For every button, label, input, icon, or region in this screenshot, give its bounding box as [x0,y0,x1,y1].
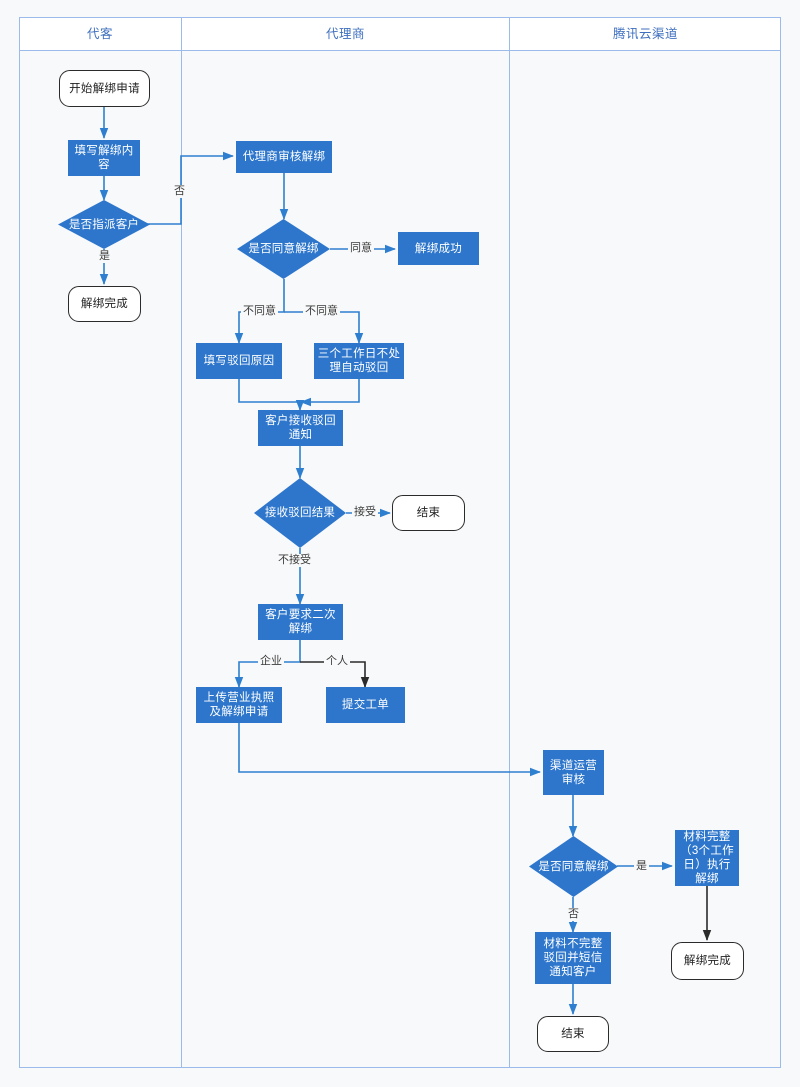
swimlane-frame [19,17,781,1068]
node-unbind-complete-tencent[interactable]: 解绑完成 [671,942,744,980]
node-materials-complete-execute-unbind[interactable]: 材料完整（3个工作日）执行解绑 [675,830,739,886]
node-unbind-complete-customer[interactable]: 解绑完成 [68,286,141,322]
node-agent-review-unbind[interactable]: 代理商审核解绑 [236,141,332,173]
edge-label-not-accept: 不接受 [276,554,313,567]
edge-label-disagree-right: 不同意 [303,305,340,318]
lane-title-agent: 代理商 [325,27,365,41]
lane-title-customer: 代客 [86,27,113,41]
node-auto-reject-three-days[interactable]: 三个工作日不处理自动驳回 [314,343,404,379]
node-unbind-success[interactable]: 解绑成功 [398,232,479,265]
node-end-tencent[interactable]: 结束 [537,1016,609,1052]
node-channel-operation-review[interactable]: 渠道运营审核 [543,750,604,795]
node-label: 是否指派客户 [68,218,140,231]
edge-label-no-assign: 否 [172,185,187,198]
node-label: 是否同意解绑 [248,243,319,255]
edge-label-disagree-left: 不同意 [241,305,278,318]
node-fill-reject-reason[interactable]: 填写驳回原因 [196,343,282,379]
lane-divider-2 [509,17,510,1068]
edge-label-enterprise: 企业 [258,655,284,668]
node-end-agent[interactable]: 结束 [392,495,465,531]
edge-label-no-final: 否 [566,908,581,921]
lane-title-tencent: 腾讯云渠道 [612,27,678,41]
node-fill-unbind-content[interactable]: 填写解绑内容 [68,140,140,176]
edge-label-yes-final: 是 [634,860,649,873]
node-decision-reject-result[interactable]: 接收驳回结果 [254,478,346,548]
node-decision-agree-unbind-tencent[interactable]: 是否同意解绑 [529,836,618,897]
node-customer-second-unbind-request[interactable]: 客户要求二次解绑 [258,604,343,640]
node-materials-incomplete-reject-sms[interactable]: 材料不完整驳回并短信通知客户 [535,932,611,984]
node-decision-agree-unbind-agent[interactable]: 是否同意解绑 [237,219,330,279]
node-start-unbind-request[interactable]: 开始解绑申请 [59,70,150,107]
node-label: 是否同意解绑 [538,860,609,873]
swimlane-header-band [19,17,781,51]
edge-label-yes-assign: 是 [97,250,112,263]
node-label: 接收驳回结果 [264,507,336,519]
node-decision-assign-customer[interactable]: 是否指派客户 [58,200,150,249]
node-customer-receive-reject-notice[interactable]: 客户接收驳回通知 [258,410,343,446]
edge-label-personal: 个人 [324,655,350,668]
node-upload-license-and-application[interactable]: 上传营业执照及解绑申请 [196,687,282,723]
edge-label-agree: 同意 [348,242,374,255]
edge-label-accept: 接受 [352,506,378,519]
node-submit-ticket[interactable]: 提交工单 [326,687,405,723]
lane-divider-1 [181,17,182,1068]
